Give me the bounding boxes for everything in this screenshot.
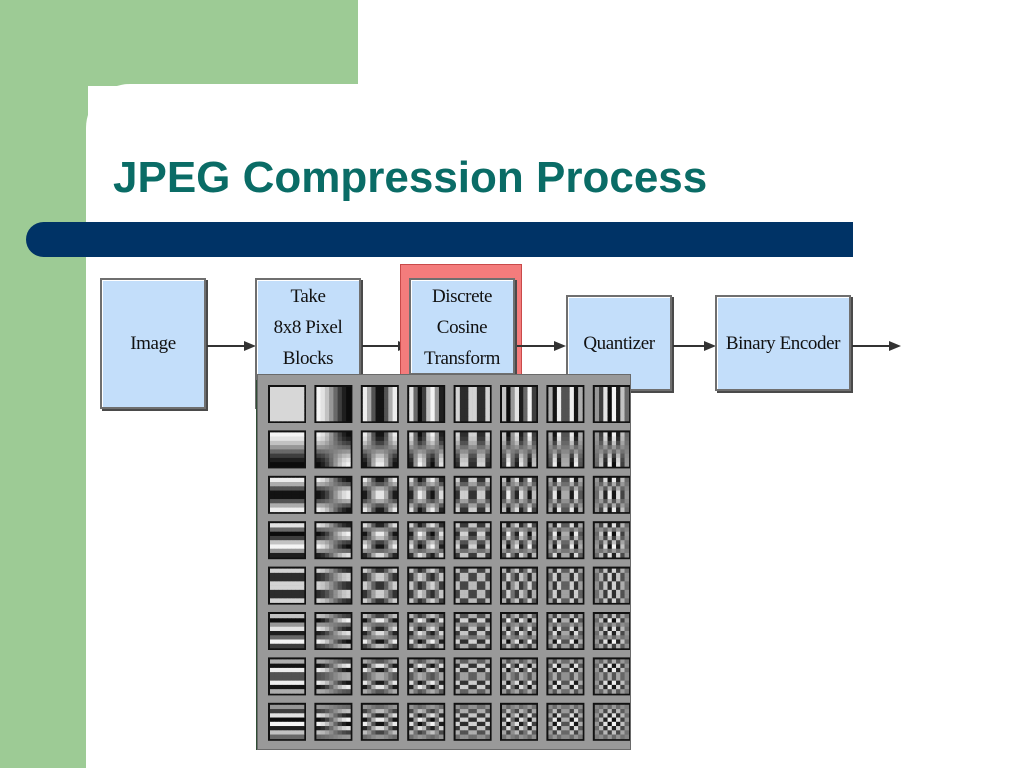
dct-basis-tile <box>453 430 492 469</box>
arrow-encoder-output <box>852 341 901 351</box>
dct-basis-tile <box>407 612 446 650</box>
arrow-quantizer-to-encoder <box>673 341 716 351</box>
dct-basis-tile <box>314 475 353 514</box>
step-dct-box: Discrete Cosine Transform <box>409 278 515 375</box>
dct-basis-tile <box>407 521 446 560</box>
dct-basis-tile <box>500 521 538 560</box>
dct-basis-tile <box>268 475 306 514</box>
step-dct-label: Discrete Cosine Transform <box>424 286 500 369</box>
dct-basis-tile <box>500 657 538 696</box>
step-quantizer-label: Quantizer <box>583 332 655 354</box>
dct-basis-tile <box>268 385 306 423</box>
dct-basis-tile <box>407 385 446 423</box>
dct-basis-tile <box>360 657 399 696</box>
dct-basis-tile <box>407 566 446 605</box>
dct-basis-tile <box>546 702 585 741</box>
dct-basis-grid <box>268 385 631 741</box>
dct-basis-tile <box>268 612 306 650</box>
dct-basis-tile <box>407 430 446 469</box>
dct-basis-tile <box>360 385 399 423</box>
dct-basis-tile <box>453 657 492 696</box>
dct-basis-tile <box>268 430 306 469</box>
dct-basis-tile <box>592 521 631 560</box>
dct-basis-tile <box>500 430 538 469</box>
step-image-label: Image <box>130 333 176 354</box>
dct-basis-tile <box>592 385 631 423</box>
dct-basis-tile <box>314 521 353 560</box>
dct-basis-tile <box>314 657 353 696</box>
green-side-strip <box>0 0 88 768</box>
dct-basis-tile <box>268 702 306 741</box>
slide-title: JPEG Compression Process <box>113 153 708 202</box>
dct-basis-tile <box>268 657 306 696</box>
dct-basis-tile <box>500 702 538 741</box>
dct-basis-tile <box>453 566 492 605</box>
dct-basis-tile <box>546 475 585 514</box>
dct-basis-tile <box>314 566 353 605</box>
dct-basis-tile <box>592 702 631 741</box>
title-underline-bar <box>26 222 853 257</box>
dct-basis-tile <box>268 566 306 605</box>
dct-basis-tile <box>592 612 631 650</box>
dct-basis-tile <box>360 612 399 650</box>
dct-basis-tile <box>592 430 631 469</box>
green-top-band <box>0 0 358 86</box>
dct-basis-tile <box>546 612 585 650</box>
step-encoder-box: Binary Encoder <box>715 295 851 391</box>
step-image-box: Image <box>100 278 206 409</box>
arrow-image-to-blocks <box>207 341 256 351</box>
arrow-dct-to-quantizer <box>517 341 566 351</box>
step-blocks-label: Take 8x8 Pixel Blocks <box>273 286 343 369</box>
dct-basis-tile <box>546 385 585 423</box>
dct-basis-tile <box>453 521 492 560</box>
dct-basis-tile <box>453 702 492 741</box>
dct-basis-tile <box>546 430 585 469</box>
dct-basis-tile <box>500 475 538 514</box>
dct-basis-tile <box>500 612 538 650</box>
dct-basis-tile <box>407 475 446 514</box>
dct-basis-tile <box>360 566 399 605</box>
dct-basis-tile <box>360 702 399 741</box>
dct-basis-functions-image <box>257 374 631 750</box>
dct-basis-tile <box>407 702 446 741</box>
dct-basis-tile <box>500 566 538 605</box>
dct-basis-tile <box>268 521 306 560</box>
dct-basis-tile <box>453 612 492 650</box>
dct-basis-tile <box>360 475 399 514</box>
dct-basis-tile <box>360 521 399 560</box>
dct-basis-tile <box>314 702 353 741</box>
dct-basis-tile <box>453 385 492 423</box>
dct-basis-tile <box>546 566 585 605</box>
dct-basis-tile <box>453 475 492 514</box>
dct-basis-tile <box>500 385 538 423</box>
dct-basis-tile <box>314 430 353 469</box>
step-encoder-label: Binary Encoder <box>725 332 841 354</box>
dct-basis-tile <box>314 385 353 423</box>
dct-basis-tile <box>592 475 631 514</box>
dct-basis-tile <box>546 521 585 560</box>
dct-basis-tile <box>546 657 585 696</box>
dct-basis-tile <box>592 657 631 696</box>
dct-basis-tile <box>592 566 631 605</box>
dct-basis-tile <box>314 612 353 650</box>
dct-basis-tile <box>360 430 399 469</box>
dct-basis-tile <box>407 657 446 696</box>
step-blocks-box: Take 8x8 Pixel Blocks <box>255 278 361 409</box>
